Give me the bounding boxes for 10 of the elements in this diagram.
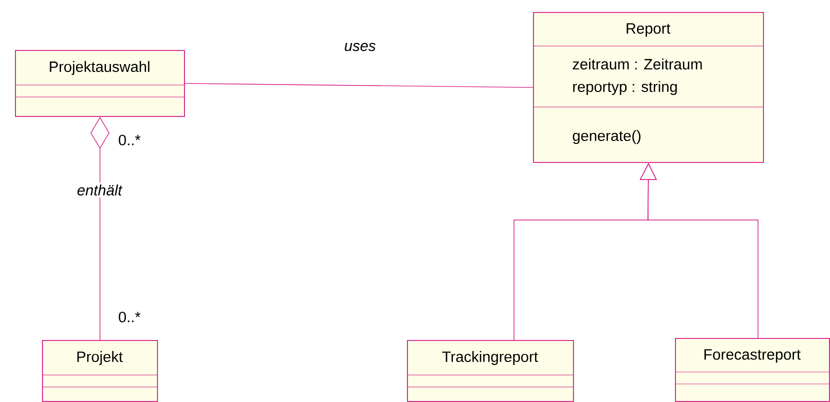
class-box: Report zeitraum : Zeitraum reportyp : string generate() bbox=[532, 12, 764, 163]
class-box: Forecastreport bbox=[674, 338, 830, 402]
edge-label: uses bbox=[342, 40, 378, 54]
class-box: Projektauswahl bbox=[14, 50, 185, 117]
multiplicity-label: 0..* bbox=[118, 312, 140, 322]
class-box: Projekt bbox=[42, 340, 158, 402]
multiplicity-label: 0..* bbox=[118, 134, 140, 146]
class-box: Trackingreport bbox=[406, 340, 574, 402]
association-line bbox=[184, 83, 534, 88]
edge-label: enthält bbox=[74, 182, 124, 198]
